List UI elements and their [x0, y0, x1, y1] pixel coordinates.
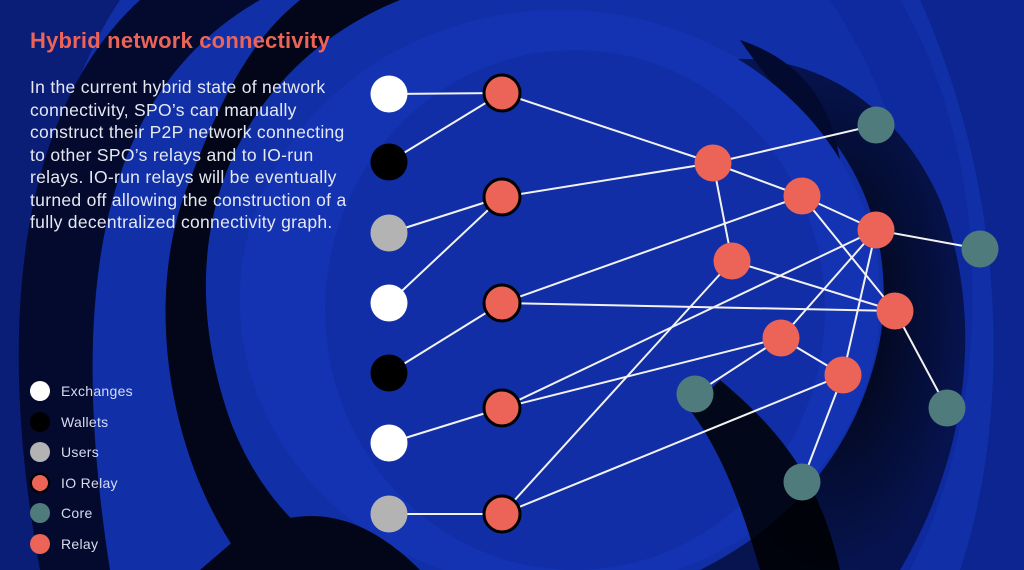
io-relay-node: [482, 73, 522, 113]
page-title: Hybrid network connectivity: [30, 28, 331, 53]
core-node: [961, 230, 999, 268]
users-node: [370, 214, 408, 252]
relay-node: [694, 144, 732, 182]
legend-label: Users: [61, 444, 100, 461]
graph-edge: [501, 337, 782, 409]
graph-edge: [501, 195, 803, 304]
graph-edge: [501, 260, 733, 515]
legend-label: Exchanges: [61, 383, 133, 400]
wallets-node: [370, 354, 408, 392]
exchanges-node: [370, 424, 408, 462]
io-relay-node: [482, 283, 522, 323]
legend-item-exchanges: Exchanges: [30, 376, 133, 407]
graph-edge: [388, 407, 503, 444]
legend-label: Wallets: [61, 413, 109, 430]
graph-edge: [780, 229, 877, 339]
graph-edge: [801, 195, 896, 312]
graph-edge: [388, 302, 503, 374]
legend: Exchanges Wallets Users IO Relay Core Re…: [30, 376, 133, 559]
graph-edge: [388, 196, 503, 304]
graph-edge: [501, 162, 714, 198]
graph-edge: [501, 229, 877, 409]
relay-dot-icon: [30, 533, 50, 554]
wallets-dot-icon: [30, 411, 50, 432]
graph-edge: [712, 124, 877, 164]
graph-edge: [801, 374, 844, 483]
io-relay-node: [482, 177, 522, 217]
core-node: [857, 106, 895, 144]
exchanges-node: [370, 75, 408, 113]
core-dot-icon: [30, 503, 50, 524]
exchanges-node: [370, 284, 408, 322]
io-relay-dot-icon: [30, 472, 50, 493]
graph-edge: [731, 260, 896, 312]
legend-item-io-relay: IO Relay: [30, 468, 133, 499]
relay-node: [783, 177, 821, 215]
graph-edge: [501, 374, 844, 515]
description-text: In the current hybrid state of network c…: [30, 77, 347, 232]
users-node: [370, 495, 408, 533]
relay-node: [713, 242, 751, 280]
legend-label: IO Relay: [61, 474, 118, 491]
legend-label: Core: [61, 505, 93, 522]
users-dot-icon: [30, 442, 50, 463]
io-relay-node: [482, 388, 522, 428]
exchanges-dot-icon: [30, 381, 50, 402]
io-relay-node: [482, 494, 522, 534]
relay-node: [762, 319, 800, 357]
relay-node: [876, 292, 914, 330]
relay-node: [857, 211, 895, 249]
core-node: [783, 463, 821, 501]
legend-item-core: Core: [30, 498, 133, 529]
graph-nodes: [370, 73, 999, 534]
legend-item-wallets: Wallets: [30, 407, 133, 438]
relay-node: [824, 356, 862, 394]
graph-edge: [388, 92, 503, 163]
legend-item-relay: Relay: [30, 529, 133, 560]
legend-item-users: Users: [30, 437, 133, 468]
legend-label: Relay: [61, 535, 99, 552]
wallets-node: [370, 143, 408, 181]
core-node: [676, 375, 714, 413]
graph-edge: [501, 302, 896, 312]
core-node: [928, 389, 966, 427]
graph-edge: [501, 92, 714, 164]
graph-edge: [842, 229, 877, 376]
graph-edge: [388, 196, 503, 234]
